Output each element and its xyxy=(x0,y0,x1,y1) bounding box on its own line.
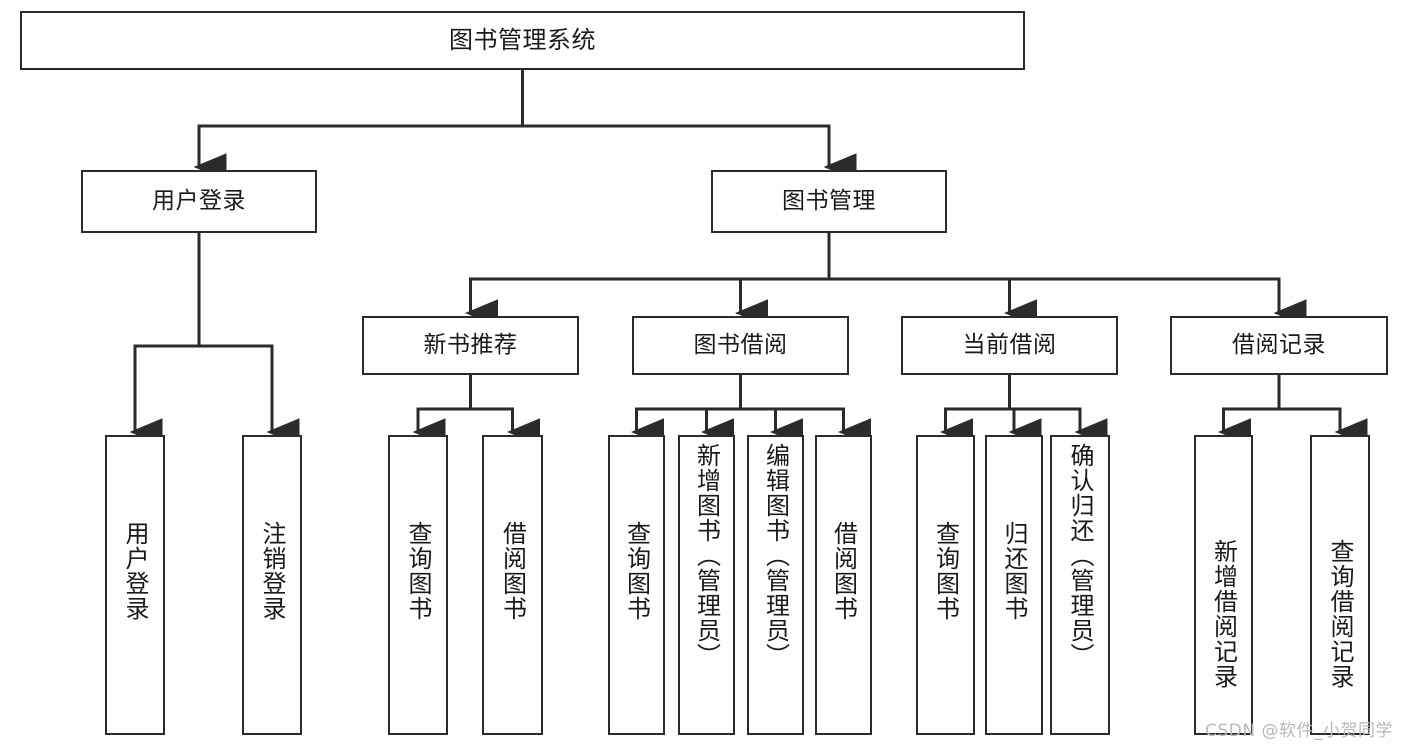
edge-bus-root xyxy=(197,68,831,128)
node-leaf-edit-book-label: 编辑图书（管理员） xyxy=(761,443,790,668)
node-leaf-add-book[interactable]: 新增图书（管理员） xyxy=(678,435,735,735)
edge-bus-user-login xyxy=(133,231,274,348)
node-leaf-confirm-return-label: 确认归还（管理员） xyxy=(1066,443,1094,668)
node-leaf-borrow-book-2-label: 借阅图书 xyxy=(829,521,858,621)
node-leaf-query-book-2[interactable]: 查询图书 xyxy=(608,435,665,735)
node-book-manage[interactable]: 图书管理 xyxy=(711,170,947,233)
node-leaf-borrow-book-1[interactable]: 借阅图书 xyxy=(482,435,543,735)
node-book-borrow[interactable]: 图书借阅 xyxy=(632,316,849,375)
node-user-login-label: 用户登录 xyxy=(152,188,246,215)
node-leaf-add-record-label: 新增借阅记录 xyxy=(1209,539,1238,689)
node-leaf-query-book-1-label: 查询图书 xyxy=(404,521,432,621)
edge-bus-borrow-record xyxy=(1222,373,1342,411)
node-leaf-query-book-1[interactable]: 查询图书 xyxy=(388,435,448,735)
node-root-label: 图书管理系统 xyxy=(449,25,596,54)
node-book-manage-label: 图书管理 xyxy=(782,188,876,215)
node-leaf-borrow-book-1-label: 借阅图书 xyxy=(498,521,527,621)
node-user-login[interactable]: 用户登录 xyxy=(81,170,317,233)
node-leaf-query-book-2-label: 查询图书 xyxy=(622,521,651,621)
node-leaf-return-book-label: 归还图书 xyxy=(1000,521,1028,621)
node-leaf-query-book-3-label: 查询图书 xyxy=(931,521,960,621)
node-borrow-record-label: 借阅记录 xyxy=(1232,332,1326,359)
watermark: CSDN @软件_小贺同学 xyxy=(1205,721,1393,741)
node-current-borrow[interactable]: 当前借阅 xyxy=(901,316,1118,375)
node-root[interactable]: 图书管理系统 xyxy=(20,11,1025,70)
node-leaf-add-record[interactable]: 新增借阅记录 xyxy=(1194,435,1253,735)
node-leaf-return-book[interactable]: 归还图书 xyxy=(985,435,1043,735)
node-new-book-rec[interactable]: 新书推荐 xyxy=(362,316,579,375)
node-leaf-logout[interactable]: 注销登录 xyxy=(242,435,302,735)
node-leaf-add-book-label: 新增图书（管理员） xyxy=(692,443,721,668)
node-leaf-user-login[interactable]: 用户登录 xyxy=(105,435,165,735)
node-leaf-borrow-book-2[interactable]: 借阅图书 xyxy=(815,435,872,735)
node-leaf-query-record-label: 查询借阅记录 xyxy=(1326,539,1354,689)
node-leaf-query-book-3[interactable]: 查询图书 xyxy=(916,435,975,735)
node-current-borrow-label: 当前借阅 xyxy=(962,332,1057,359)
node-book-borrow-label: 图书借阅 xyxy=(693,332,788,359)
node-borrow-record[interactable]: 借阅记录 xyxy=(1170,316,1388,375)
edge-bus-new-book-rec xyxy=(416,373,514,411)
edge-bus-current-borrow xyxy=(944,373,1082,411)
node-leaf-user-login-label: 用户登录 xyxy=(121,521,149,621)
node-leaf-query-record[interactable]: 查询借阅记录 xyxy=(1310,435,1370,735)
node-leaf-logout-label: 注销登录 xyxy=(258,521,286,621)
edge-bus-book-manage xyxy=(469,231,1281,281)
node-new-book-rec-label: 新书推荐 xyxy=(423,332,518,359)
node-leaf-confirm-return[interactable]: 确认归还（管理员） xyxy=(1050,435,1110,735)
node-leaf-edit-book[interactable]: 编辑图书（管理员） xyxy=(747,435,804,735)
edge-bus-book-borrow xyxy=(635,373,845,411)
